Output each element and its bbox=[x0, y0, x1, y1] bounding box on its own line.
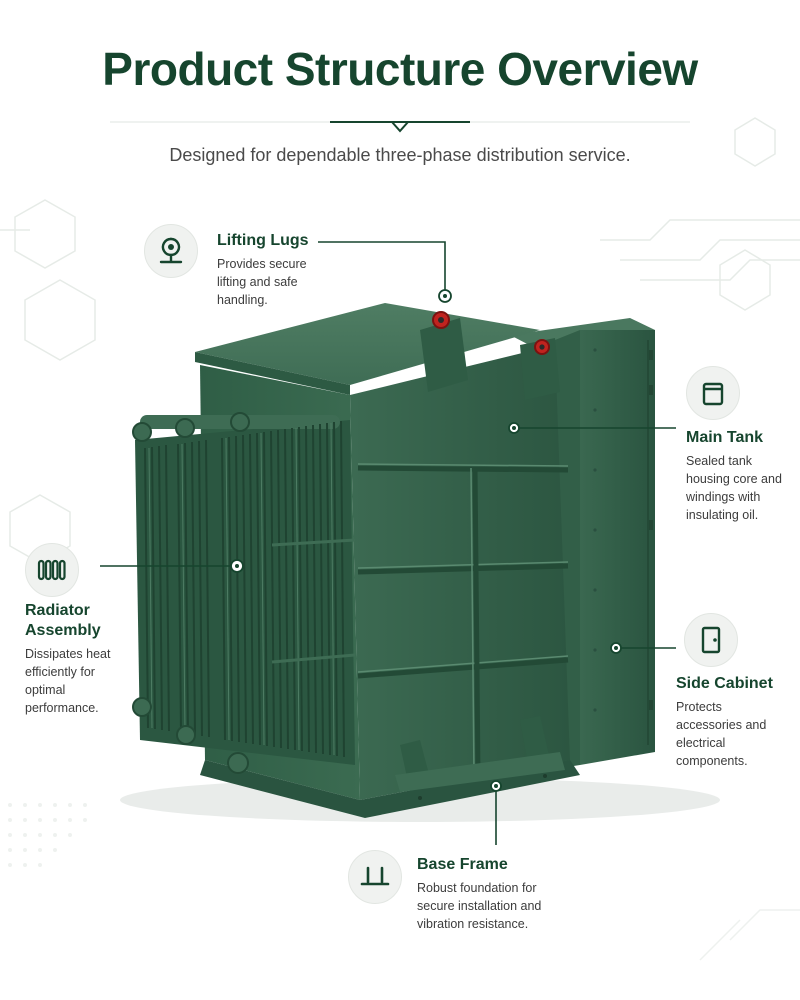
cabinet-icon bbox=[684, 613, 738, 667]
callout-title: Lifting Lugs bbox=[217, 232, 309, 249]
page-subtitle: Designed for dependable three-phase dist… bbox=[169, 145, 631, 165]
callout-title: Main Tank bbox=[686, 429, 764, 446]
base-frame-icon bbox=[348, 850, 402, 904]
callout-title: Side Cabinet bbox=[676, 675, 773, 692]
radiator-icon bbox=[25, 543, 79, 597]
callout-title: Base Frame bbox=[417, 856, 508, 873]
tank-icon bbox=[686, 366, 740, 420]
page-title: Product Structure Overview bbox=[102, 43, 698, 95]
lifting-lug-icon bbox=[144, 224, 198, 278]
